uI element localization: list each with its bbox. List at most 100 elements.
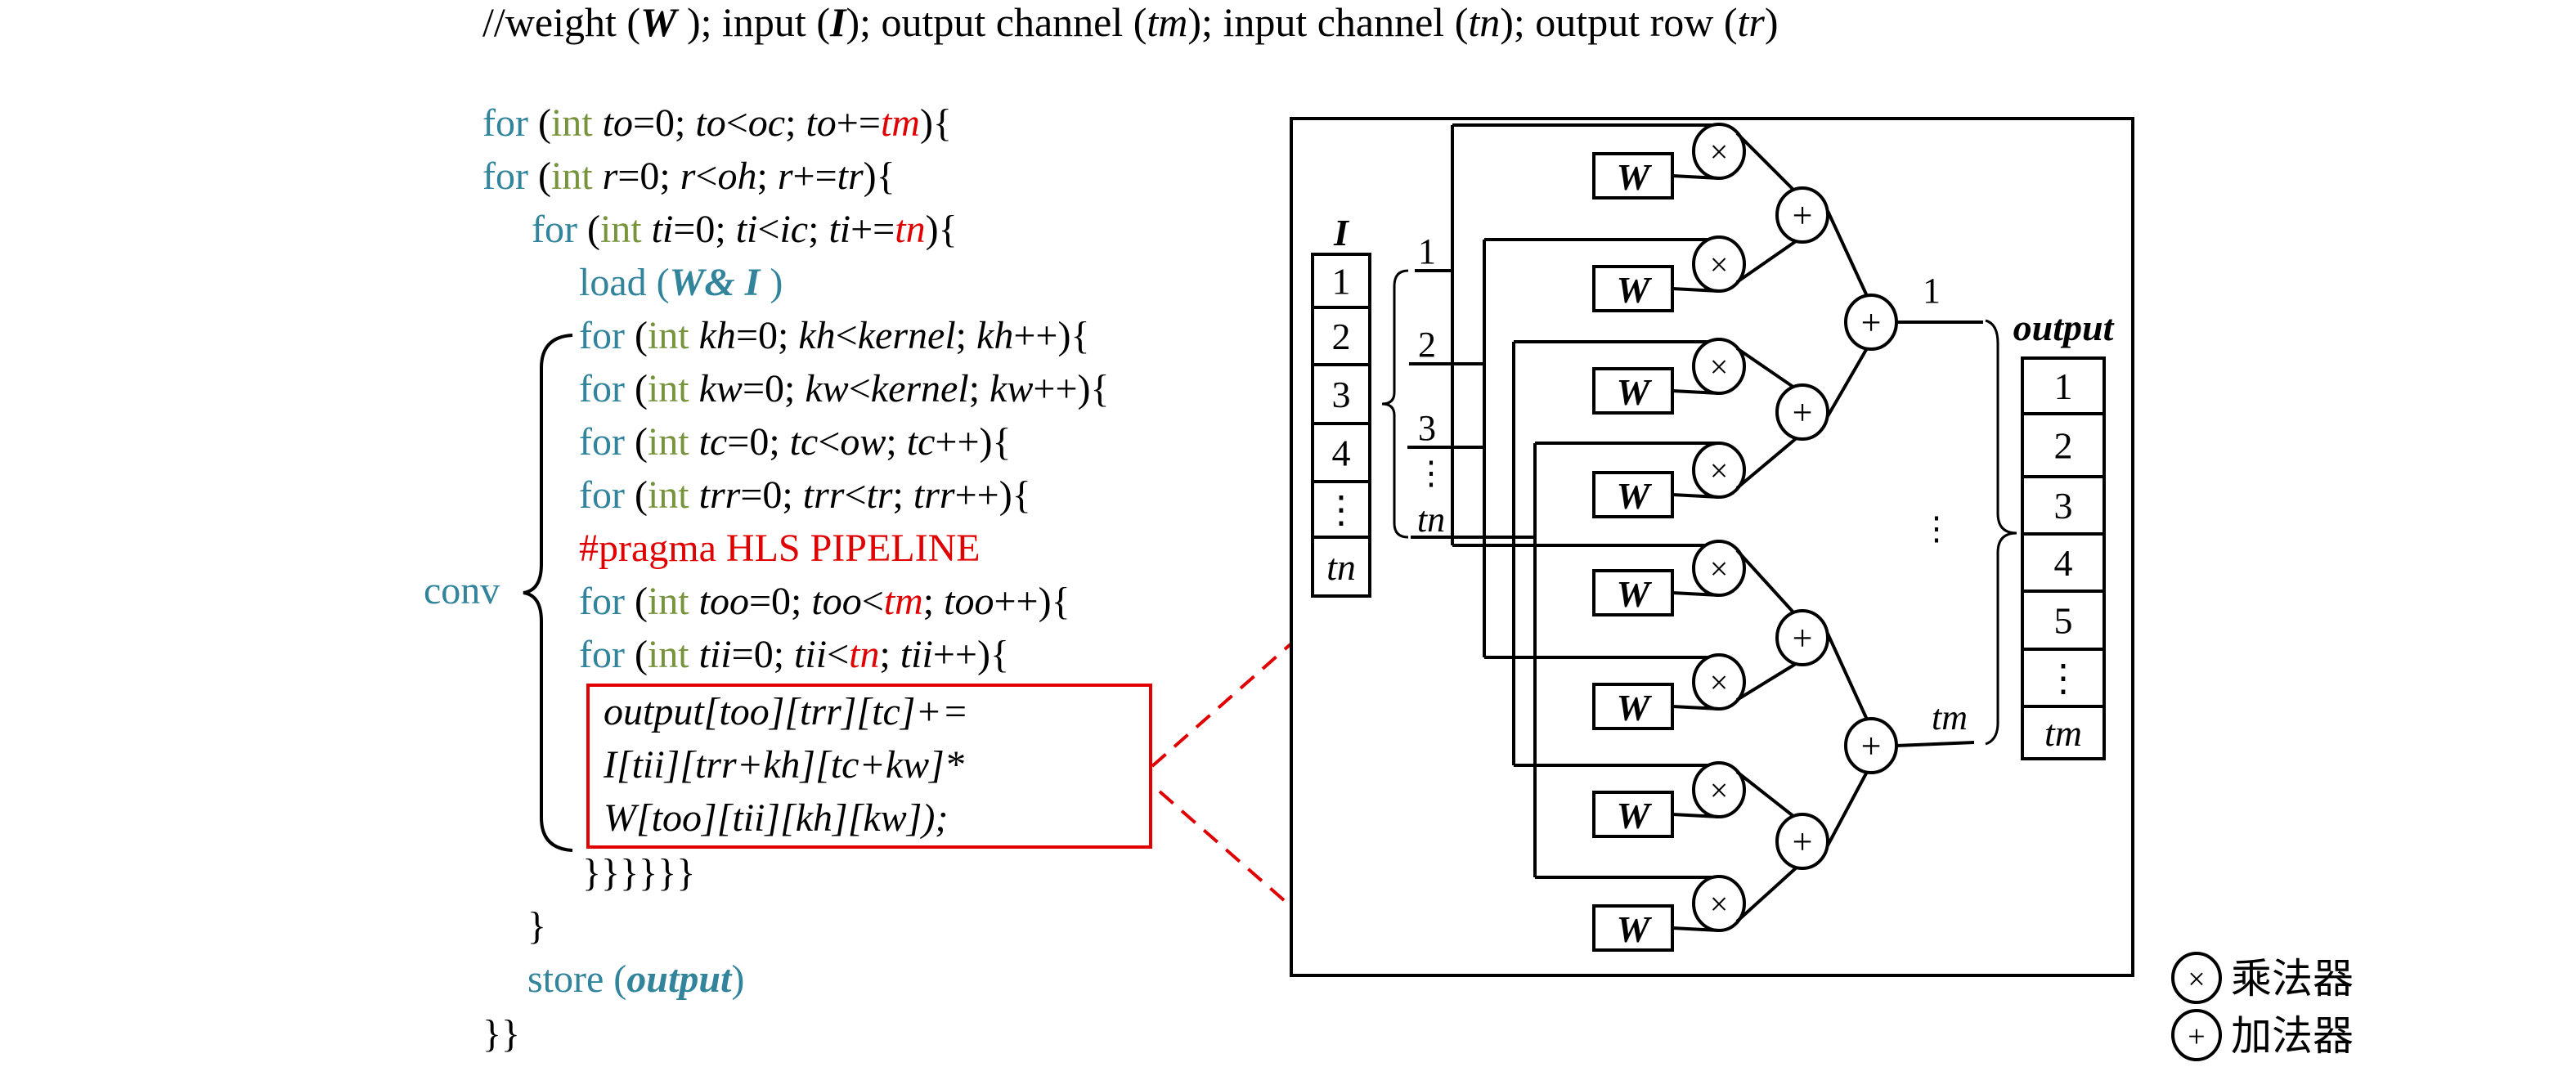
code-token: (	[527, 155, 551, 198]
input-cell-label: tn	[1326, 546, 1356, 588]
tap-label: 1	[1418, 231, 1436, 271]
adder-wire	[1826, 633, 1869, 720]
legend-adder-icon	[2171, 1009, 2222, 1061]
weight-label: W	[1617, 908, 1653, 950]
code-body-line: I[tii][trr+kh][tc+kw]*	[604, 738, 964, 791]
adder-wire	[1735, 238, 1800, 284]
keyword-int: int	[599, 208, 642, 251]
code-token: ;	[892, 473, 913, 517]
code-token: kw	[990, 367, 1034, 410]
keyword-int: int	[647, 580, 689, 623]
code-token: to	[695, 101, 726, 145]
code-token: ow	[840, 420, 886, 464]
legend-label: 乘法器	[2231, 956, 2354, 1002]
input-cell	[1311, 536, 1371, 598]
code-line-loop-trr: for (int trr=0; trr<tr; trr++){	[579, 468, 1031, 522]
load-i: I	[744, 261, 761, 304]
weight-label: W	[1617, 371, 1653, 413]
weight-wire	[1672, 174, 1720, 180]
header-tm: tm	[1147, 0, 1188, 45]
code-body-text: output[too][trr][tc]+=	[604, 690, 969, 733]
legend-symbol: ×	[2188, 962, 2205, 997]
code-token: +=	[836, 101, 881, 145]
tap-label: 3	[1418, 408, 1436, 448]
keyword-for: for	[532, 208, 577, 251]
header-text: ); input channel (	[1187, 0, 1469, 45]
keyword-for: for	[579, 580, 625, 623]
code-token: ++	[935, 420, 980, 464]
weight-wire	[1672, 287, 1720, 293]
code-token: +=	[792, 155, 837, 198]
tap-label: 2	[1418, 325, 1436, 365]
code-token: ;	[922, 580, 945, 623]
header-text: ); output channel (	[846, 0, 1147, 45]
adder-icon: +	[1793, 822, 1813, 862]
callout-line-top	[1151, 643, 1292, 768]
keyword-for: for	[482, 101, 528, 145]
code-line-loop-tii: for (int tii=0; tii<tn; tii++){	[579, 628, 1009, 681]
header-comment: //weight (W ); input (I); output channel…	[482, 0, 1779, 46]
input-brace	[1381, 269, 1409, 539]
code-token: <	[861, 580, 884, 623]
code-token: (	[624, 473, 648, 517]
code-line-loop-kh: for (int kh=0; kh<kernel; kh++){	[579, 309, 1090, 362]
multiplier-icon: ×	[1710, 885, 1729, 922]
code-token: ic	[779, 208, 809, 251]
input-cell-label: ⋮	[1322, 489, 1360, 531]
code-token: oh	[717, 155, 757, 198]
keyword-for: for	[579, 633, 625, 676]
code-token: )	[760, 261, 783, 304]
code-token: <	[827, 633, 850, 676]
code-token: =0;	[617, 155, 680, 198]
weight-label: W	[1617, 795, 1653, 836]
conv-brace	[523, 334, 573, 852]
output-cell-label: 3	[2054, 485, 2073, 527]
keyword-for: for	[579, 420, 625, 464]
code-token: =0;	[727, 420, 790, 464]
code-token: ;	[955, 314, 977, 357]
output-cell-label: 5	[2054, 600, 2073, 642]
code-token: r	[602, 155, 618, 198]
pragma-text: #pragma HLS PIPELINE	[579, 527, 981, 570]
header-i: I	[829, 0, 846, 45]
adder-node	[1775, 383, 1829, 441]
code-token: tc	[789, 420, 819, 464]
close-braces: }}	[482, 1012, 521, 1056]
output-wire	[1896, 741, 1975, 747]
keyword-for: for	[579, 367, 625, 410]
adder-wire	[1735, 770, 1796, 818]
code-token: )	[731, 957, 745, 1001]
tile-param: tm	[883, 580, 923, 623]
code-token: ){	[999, 473, 1031, 517]
code-token: <	[757, 208, 780, 251]
load-w: W	[669, 261, 705, 304]
weight-label: W	[1617, 573, 1653, 615]
code-token: ){	[919, 101, 952, 145]
code-token: to	[806, 101, 837, 145]
keyword-int: int	[647, 367, 689, 410]
weight-wire	[1672, 705, 1720, 711]
code-line-loop-r: for (int r=0; r<oh; r+=tr){	[482, 150, 895, 203]
code-body-text: I[tii][trr+kh][tc+kw]*	[604, 743, 964, 787]
code-token: kh	[798, 314, 836, 357]
weight-wire	[1672, 926, 1720, 932]
multiplier-icon: ×	[1710, 452, 1729, 489]
code-token: tc	[698, 420, 728, 464]
code-token: too	[698, 580, 749, 623]
adder-node	[1775, 186, 1829, 244]
multiplier-icon: ×	[1710, 550, 1729, 587]
code-token: r	[680, 155, 696, 198]
multiplier-icon: ×	[1710, 133, 1729, 170]
legend-symbol: +	[2188, 1020, 2205, 1054]
input-cell-label: 2	[1332, 316, 1351, 357]
code-line-pragma: #pragma HLS PIPELINE	[579, 522, 981, 575]
adder-icon: +	[1861, 726, 1882, 766]
tile-param-tn: tn	[895, 208, 926, 251]
code-highlight-box	[586, 684, 1152, 849]
keyword-load: load (	[579, 261, 670, 304]
header-text: //weight (	[482, 0, 641, 45]
adder-icon: +	[1793, 195, 1813, 235]
code-token: to	[602, 101, 633, 145]
code-token: (	[577, 208, 600, 251]
code-token: =0;	[735, 314, 799, 357]
